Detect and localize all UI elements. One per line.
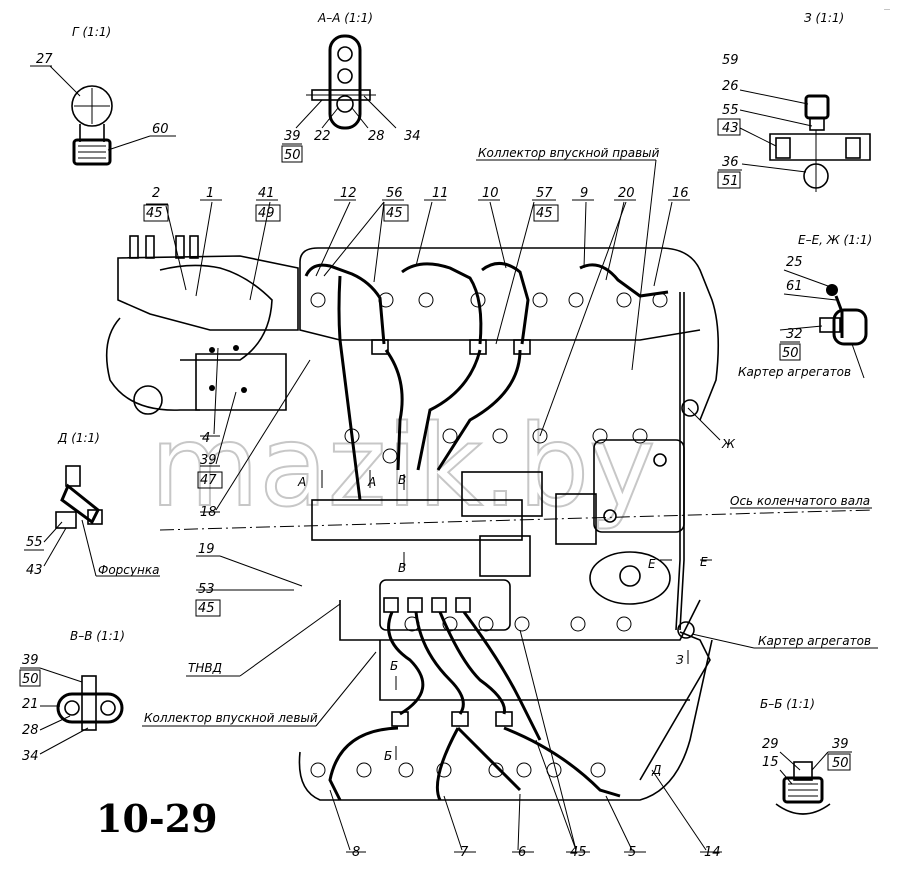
callout-ee-61: 61	[786, 279, 803, 294]
callout-z-26: 26	[722, 79, 739, 94]
callout-z-51: 51	[722, 174, 739, 189]
callout-frames	[143, 204, 559, 617]
callout-vv-50: 50	[22, 672, 39, 687]
view-g-detail: 27 60	[30, 52, 176, 166]
view-title-d: Д (1:1)	[57, 431, 100, 445]
callout-5: 5	[628, 845, 636, 860]
callout-vv-28: 28	[22, 723, 39, 738]
section-letter-zh: Ж	[721, 437, 736, 451]
view-d-detail: 55 43 Форсунка	[24, 465, 160, 578]
callout-ee-32: 32	[786, 327, 803, 342]
section-letter-a1: А	[297, 475, 306, 489]
callout-bb-15: 15	[762, 755, 779, 770]
section-letter-z: З	[676, 653, 684, 667]
callout-20: 20	[618, 186, 635, 201]
callout-d-43: 43	[26, 563, 43, 578]
view-bb-detail: 29 15 39 50	[762, 737, 852, 815]
view-title-z: З (1:1)	[804, 11, 844, 25]
callout-bb-29: 29	[762, 737, 779, 752]
callout-ee-50: 50	[782, 346, 799, 361]
section-letter-a2: А	[367, 475, 376, 489]
callout-14: 14	[704, 845, 721, 860]
callout-aa-28: 28	[368, 129, 385, 144]
callout-57: 57	[536, 186, 553, 201]
caption-tnvd: ТНВД	[188, 661, 222, 675]
engine-main-view	[105, 235, 873, 801]
callout-aa-34: 34	[404, 129, 421, 144]
callout-39: 39	[200, 453, 217, 468]
view-z-detail: 59 26 55 43 36 51	[717, 53, 871, 192]
callout-41: 41	[258, 186, 275, 201]
caption-karter-1: Картер агрегатов	[738, 365, 851, 379]
view-ee-detail: 25 61 32 50 Картер агрегатов	[738, 255, 868, 379]
callout-9: 9	[580, 186, 588, 201]
callout-leaders	[146, 199, 722, 853]
callout-4: 4	[202, 431, 210, 446]
main-callouts: 2 45 1 41 49 12 56 45 11 10 57 45 9 20 1…	[146, 186, 721, 860]
callout-z-55: 55	[722, 103, 739, 118]
callout-45-b: 45	[386, 206, 403, 221]
callout-19: 19	[198, 542, 215, 557]
view-vv-detail: 39 50 21 28 34	[19, 653, 124, 764]
main-captions: Коллектор впускной правый Ось коленчатог…	[142, 146, 878, 727]
callout-10: 10	[482, 186, 499, 201]
callout-aa-22: 22	[314, 129, 331, 144]
callout-45-e: 45	[570, 845, 587, 860]
callout-z-43: 43	[722, 121, 739, 136]
section-letter-e1: Е	[648, 557, 656, 571]
view-title-aa: А–А (1:1)	[317, 11, 373, 25]
callout-6: 6	[518, 845, 526, 860]
caption-collector-left: Коллектор впускной левый	[144, 711, 318, 725]
callout-vv-21: 21	[22, 697, 39, 712]
callout-8: 8	[352, 845, 360, 860]
callout-z-59: 59	[722, 53, 739, 68]
callout-7: 7	[460, 845, 469, 860]
callout-g-27: 27	[36, 52, 53, 67]
view-title-ee: Е–Е, Ж (1:1)	[798, 233, 872, 247]
callout-2: 2	[152, 186, 160, 201]
callout-g-60: 60	[152, 122, 169, 137]
corner-mark: …	[884, 5, 890, 12]
callout-aa-50: 50	[284, 148, 301, 163]
callout-d-55: 55	[26, 535, 43, 550]
section-letter-b2: Б	[384, 749, 392, 763]
callout-47: 47	[200, 473, 217, 488]
callout-53: 53	[198, 582, 215, 597]
callout-1: 1	[206, 186, 214, 201]
caption-collector-right: Коллектор впускной правый	[478, 146, 660, 160]
callout-49: 49	[258, 206, 275, 221]
callout-56: 56	[386, 186, 403, 201]
callout-z-36: 36	[722, 155, 739, 170]
callout-bb-50: 50	[832, 756, 849, 771]
section-letter-e2: Е	[700, 555, 708, 569]
section-letter-d: Д	[651, 763, 661, 777]
callout-45-a: 45	[146, 206, 163, 221]
page-number: 10-29	[96, 796, 218, 841]
callout-45-d: 45	[198, 601, 215, 616]
callout-bb-39: 39	[832, 737, 849, 752]
callout-12: 12	[340, 186, 357, 201]
section-letter-v2: В	[398, 561, 406, 575]
view-title-bb: Б–Б (1:1)	[760, 697, 815, 711]
view-title-vv: В–В (1:1)	[70, 629, 125, 643]
caption-forsunka: Форсунка	[98, 563, 159, 577]
section-letter-v1: В	[398, 473, 406, 487]
callout-11: 11	[432, 186, 449, 201]
callout-45-c: 45	[536, 206, 553, 221]
view-title-g: Г (1:1)	[72, 25, 111, 39]
callout-ee-25: 25	[786, 255, 803, 270]
callout-vv-34: 34	[22, 749, 39, 764]
callout-16: 16	[672, 186, 689, 201]
watermark: mazik.by	[150, 402, 655, 532]
caption-crankshaft-axis: Ось коленчатого вала	[730, 494, 870, 508]
callout-vv-39: 39	[22, 653, 39, 668]
caption-karter-2: Картер агрегатов	[758, 634, 871, 648]
callout-aa-39: 39	[284, 129, 301, 144]
section-letter-b1: Б	[390, 659, 398, 673]
callout-18: 18	[200, 505, 217, 520]
view-aa-detail: 39 50 22 28 34	[281, 34, 421, 163]
